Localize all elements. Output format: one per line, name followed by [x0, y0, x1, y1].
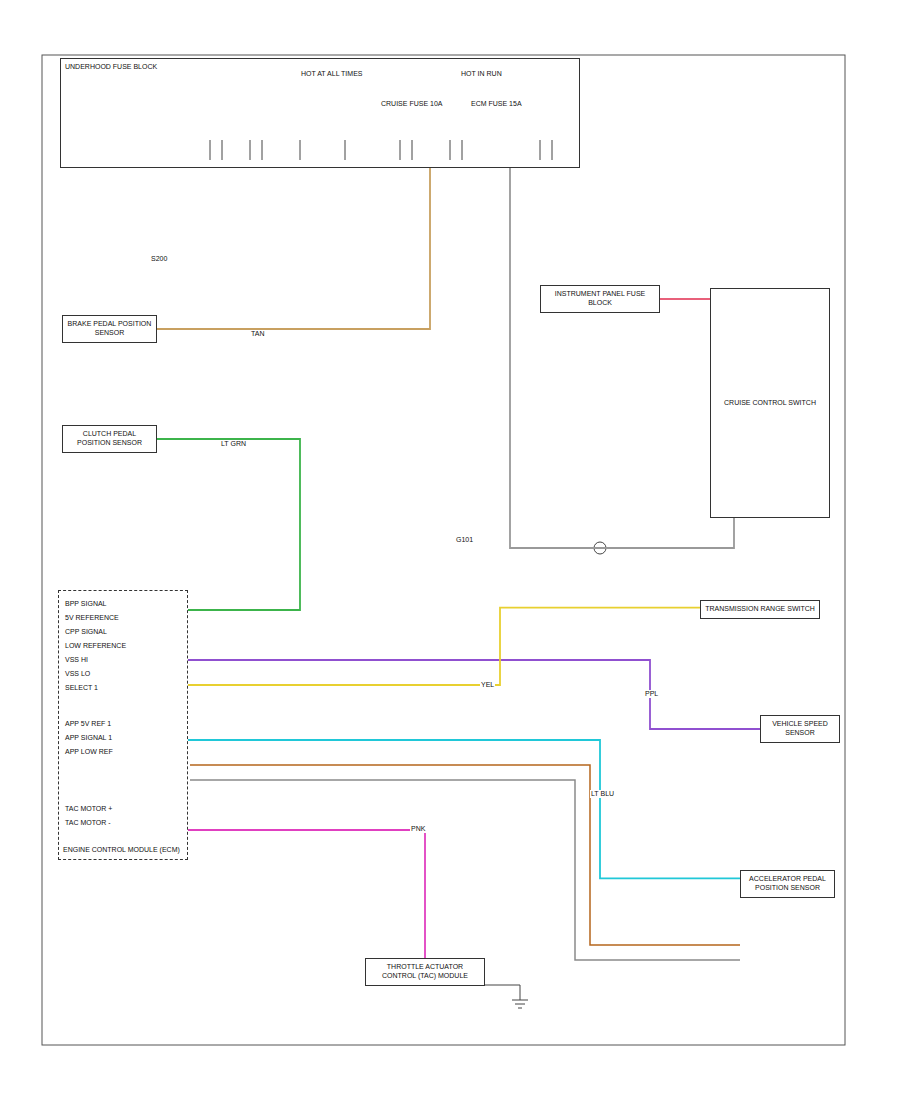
signal-label: APP LOW REF	[64, 748, 114, 756]
component-name: BRAKE PEDAL POSITION SENSOR	[67, 320, 152, 338]
component-box: BRAKE PEDAL POSITION SENSOR	[62, 315, 157, 343]
ground-symbol	[512, 1000, 528, 1008]
signal-label: APP 5V REF 1	[64, 720, 112, 728]
frame	[42, 55, 845, 1045]
signal-label: HOT AT ALL TIMES	[300, 70, 363, 78]
signal-label: BPP SIGNAL	[64, 600, 108, 608]
component-name: TRANSMISSION RANGE SWITCH	[705, 605, 815, 614]
signal-label: TAC MOTOR -	[64, 819, 112, 827]
component-box: VEHICLE SPEED SENSOR	[760, 715, 840, 743]
signal-label: SELECT 1	[64, 684, 99, 692]
wire-connector	[188, 660, 760, 729]
component-name: CLUTCH PEDAL POSITION SENSOR	[67, 430, 152, 448]
ground-lead	[460, 985, 520, 1000]
wire-connector	[188, 608, 700, 685]
signal-label: ECM FUSE 15A	[470, 100, 523, 108]
wire-connector	[660, 298, 710, 300]
component-name: CRUISE CONTROL SWITCH	[715, 399, 825, 408]
wire-connector	[157, 439, 300, 610]
component-name: ACCELERATOR PEDAL POSITION SENSOR	[745, 875, 830, 893]
signal-label: G101	[455, 536, 474, 544]
component-box: THROTTLE ACTUATOR CONTROL (TAC) MODULE	[365, 958, 485, 986]
component-box: ACCELERATOR PEDAL POSITION SENSOR	[740, 870, 835, 898]
signal-label: HOT IN RUN	[460, 70, 503, 78]
wire-connector	[510, 168, 734, 548]
signal-label: S200	[150, 255, 168, 263]
component-name: VEHICLE SPEED SENSOR	[765, 720, 835, 738]
signal-label: APP SIGNAL 1	[64, 734, 113, 742]
wire-connector	[188, 830, 425, 958]
connector-pins	[210, 140, 552, 160]
signal-label: VSS HI	[64, 656, 89, 664]
signal-label: TAC MOTOR +	[64, 805, 113, 813]
wire	[190, 765, 740, 945]
signal-label: YEL	[480, 681, 495, 689]
signal-label: LOW REFERENCE	[64, 642, 127, 650]
component-box: CRUISE CONTROL SWITCH	[710, 288, 830, 518]
component-box: TRANSMISSION RANGE SWITCH	[700, 600, 820, 619]
signal-label: LT GRN	[220, 440, 247, 448]
signal-label: LT BLU	[590, 790, 615, 798]
signal-label: 5V REFERENCE	[64, 614, 120, 622]
wire	[190, 780, 740, 960]
signal-label: CPP SIGNAL	[64, 628, 108, 636]
component-box: CLUTCH PEDAL POSITION SENSOR	[62, 425, 157, 453]
signal-label: TAN	[250, 330, 265, 338]
wire-connector	[188, 740, 740, 878]
signal-label: PNK	[410, 825, 426, 833]
component-name: THROTTLE ACTUATOR CONTROL (TAC) MODULE	[370, 963, 480, 981]
component-name: ENGINE CONTROL MODULE (ECM)	[63, 846, 183, 855]
signal-label: CRUISE FUSE 10A	[380, 100, 443, 108]
signal-label: VSS LO	[64, 670, 91, 678]
signal-label: PPL	[644, 690, 659, 698]
component-name: INSTRUMENT PANEL FUSE BLOCK	[545, 290, 655, 308]
wire-connector	[157, 168, 430, 329]
component-box: INSTRUMENT PANEL FUSE BLOCK	[540, 285, 660, 313]
